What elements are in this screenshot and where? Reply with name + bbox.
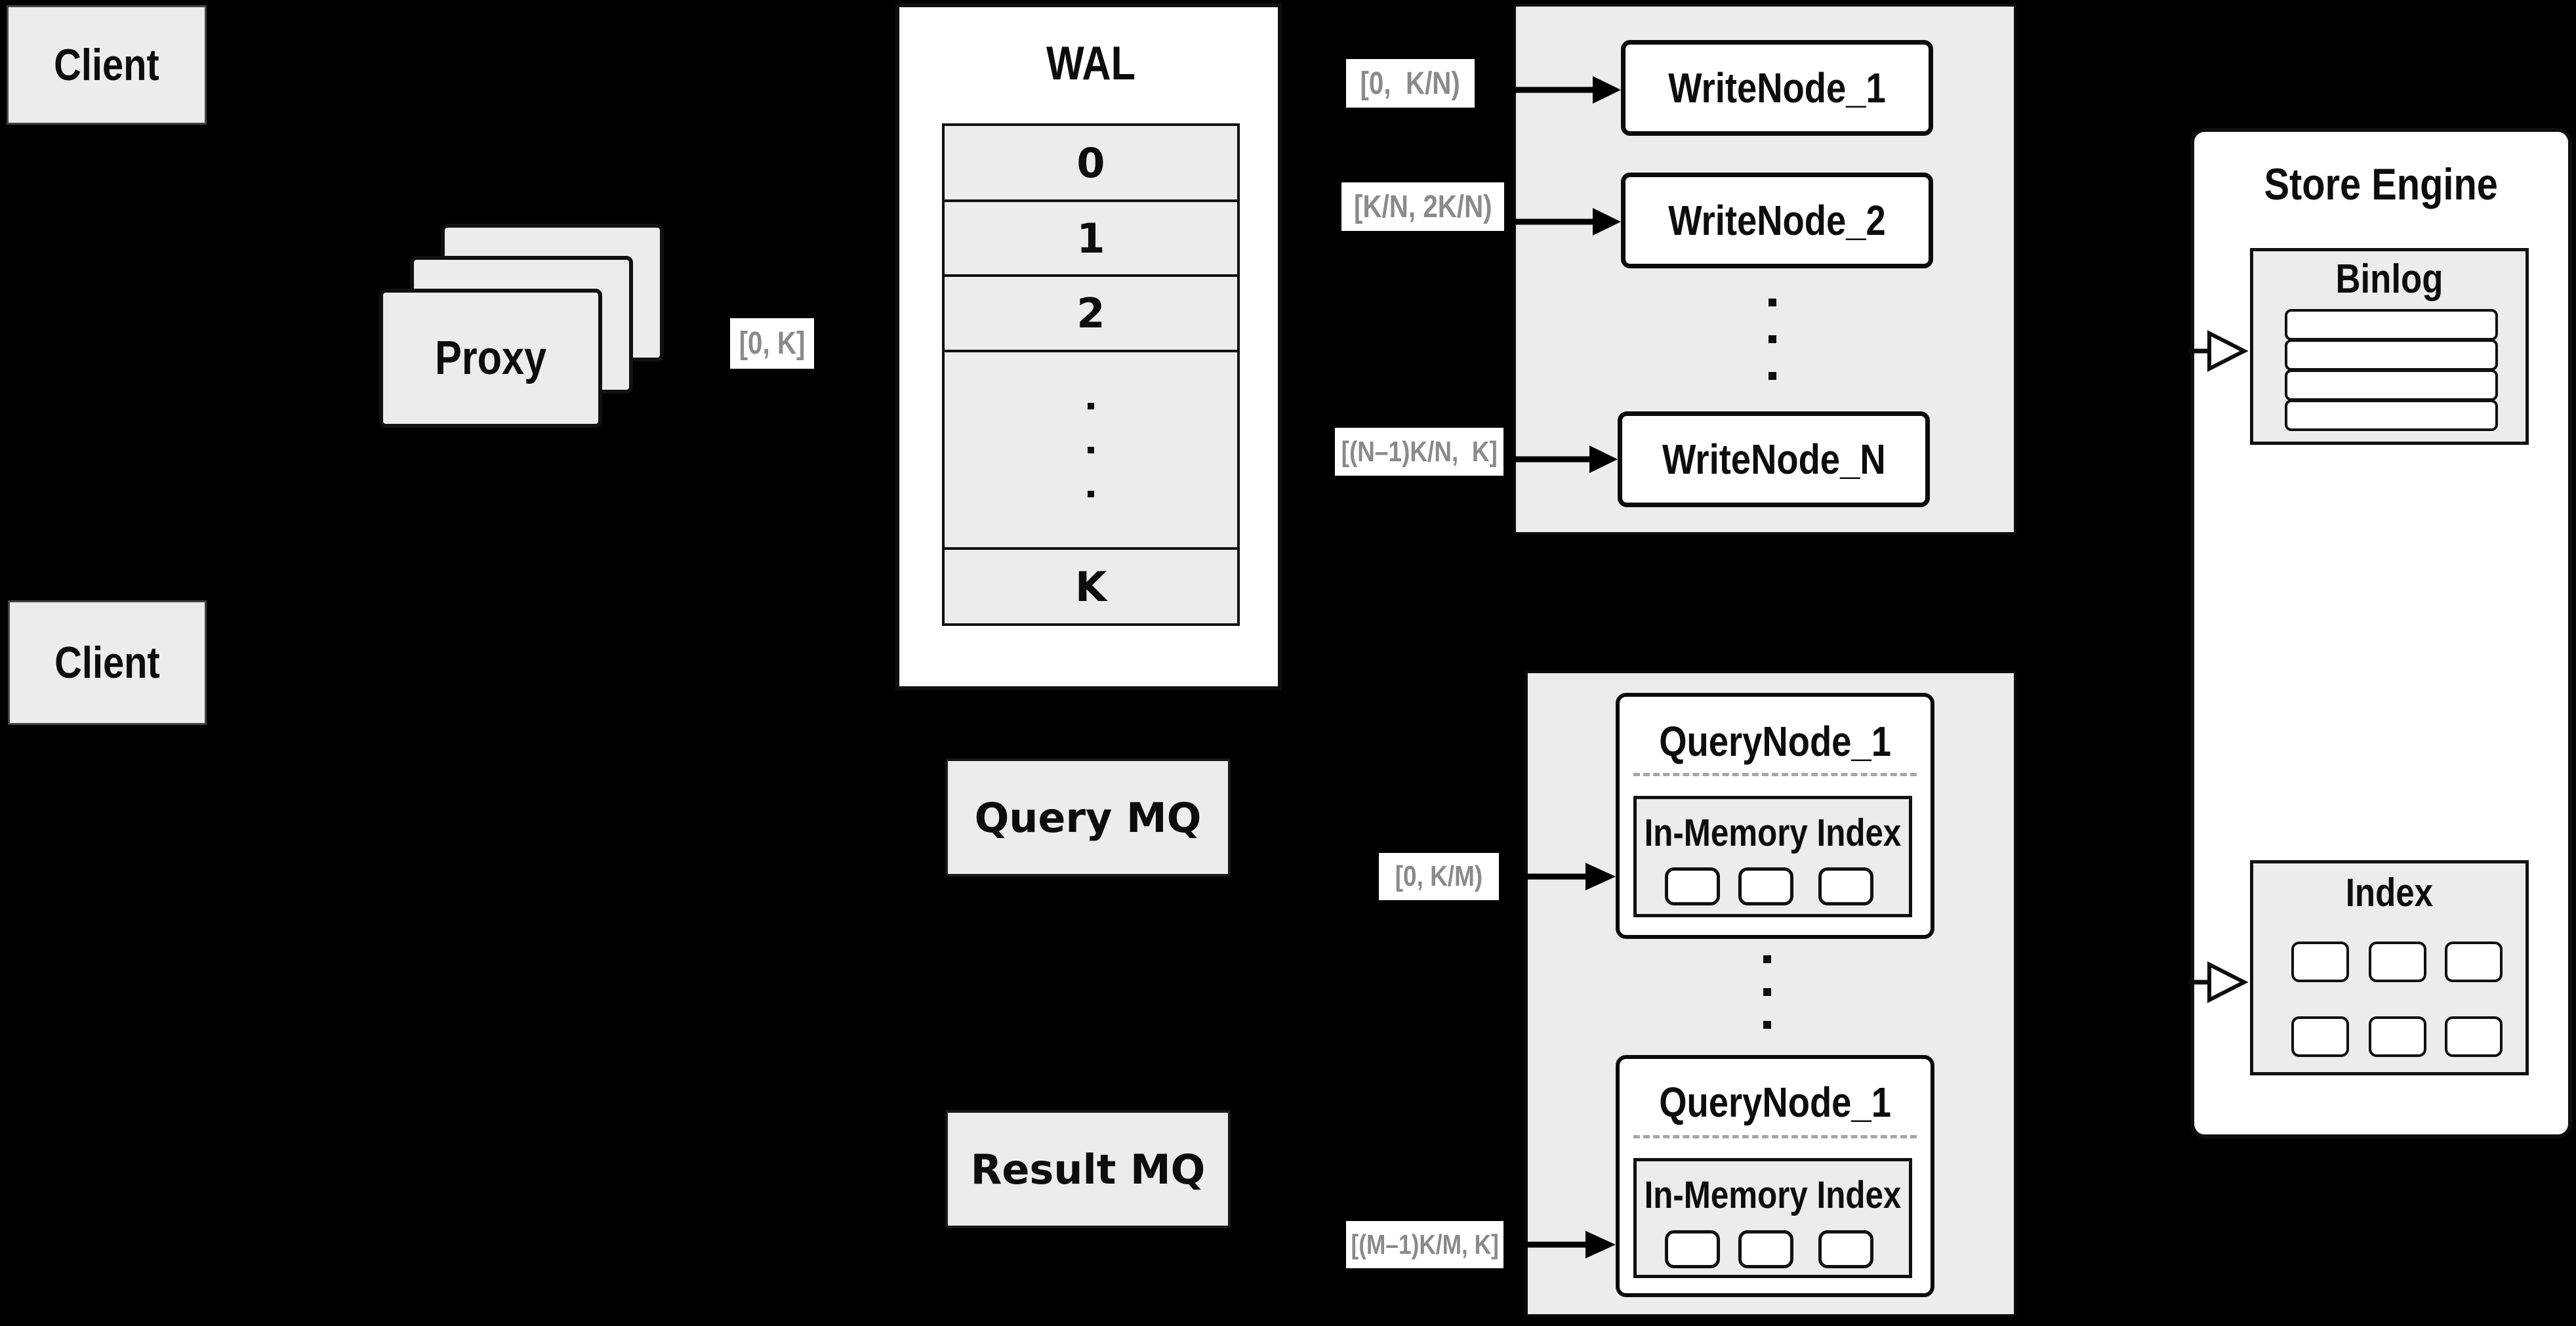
index-title: Index bbox=[2345, 870, 2434, 915]
proxy-label: Proxy bbox=[434, 332, 547, 384]
query-node-top-title: QueryNode_1 bbox=[1659, 718, 1891, 765]
memory-segment bbox=[1665, 1230, 1720, 1268]
query-mq-box: Query MQ bbox=[945, 758, 1231, 877]
wal-row-0: 0 bbox=[945, 126, 1237, 202]
client-box-bottom: Client bbox=[8, 600, 207, 725]
range-label-write-node-n: [(N–1)K/N, K] bbox=[1335, 428, 1503, 476]
query-nodes-ellipsis-dots-icon bbox=[1763, 955, 1771, 1029]
write-node-2: WriteNode_2 bbox=[1621, 173, 1933, 268]
wal-row-1: 1 bbox=[945, 202, 1237, 277]
query-node-bottom-title: QueryNode_1 bbox=[1659, 1079, 1891, 1126]
query-mq-label: Query MQ bbox=[974, 793, 1202, 842]
memory-segment bbox=[1818, 1230, 1873, 1268]
client-top-label: Client bbox=[54, 40, 159, 90]
memory-segment bbox=[1665, 867, 1720, 905]
index-cell bbox=[2369, 942, 2426, 982]
client-box-top: Client bbox=[7, 5, 207, 125]
wal-log-table: 0 1 2 K bbox=[942, 123, 1240, 626]
in-memory-index-title-bottom: In-Memory Index bbox=[1644, 1173, 1902, 1216]
index-cell bbox=[2369, 1016, 2426, 1057]
index-cell bbox=[2291, 1016, 2349, 1057]
result-mq-box: Result MQ bbox=[945, 1110, 1231, 1228]
range-label-write-node-2: [K/N, 2K/N) bbox=[1341, 182, 1504, 231]
proxy-box: Proxy bbox=[379, 289, 602, 428]
range-label-query-node-last: [(M–1)K/M, K] bbox=[1346, 1221, 1503, 1268]
in-memory-index-title-top: In-Memory Index bbox=[1644, 811, 1902, 854]
binlog-row bbox=[2285, 309, 2498, 341]
dashed-divider bbox=[1633, 773, 1917, 776]
result-mq-label: Result MQ bbox=[970, 1145, 1206, 1193]
wal-ellipsis-dots-icon bbox=[945, 352, 1237, 550]
range-label-proxy-out: [0, K] bbox=[730, 318, 814, 369]
index-cell bbox=[2445, 1016, 2503, 1057]
wal-row-k: K bbox=[945, 550, 1237, 623]
index-cell bbox=[2291, 942, 2349, 982]
write-node-1: WriteNode_1 bbox=[1621, 40, 1933, 136]
memory-segment bbox=[1818, 867, 1873, 905]
range-label-query-node-first: [0, K/M) bbox=[1379, 853, 1499, 900]
store-engine-title: Store Engine bbox=[2264, 159, 2499, 209]
binlog-row bbox=[2285, 369, 2498, 401]
memory-segment bbox=[1738, 867, 1793, 905]
wal-title: WAL bbox=[1046, 37, 1135, 90]
write-node-n: WriteNode_N bbox=[1618, 411, 1930, 507]
binlog-title: Binlog bbox=[2335, 256, 2443, 302]
dashed-divider bbox=[1633, 1135, 1917, 1138]
wal-row-2: 2 bbox=[945, 277, 1237, 352]
range-label-write-node-1: [0, K/N) bbox=[1346, 59, 1475, 108]
binlog-row bbox=[2285, 400, 2498, 431]
binlog-row bbox=[2285, 339, 2498, 371]
write-nodes-ellipsis-dots-icon bbox=[1768, 299, 1776, 380]
index-cell bbox=[2445, 942, 2503, 982]
client-bottom-label: Client bbox=[54, 638, 160, 688]
memory-segment bbox=[1738, 1230, 1793, 1268]
